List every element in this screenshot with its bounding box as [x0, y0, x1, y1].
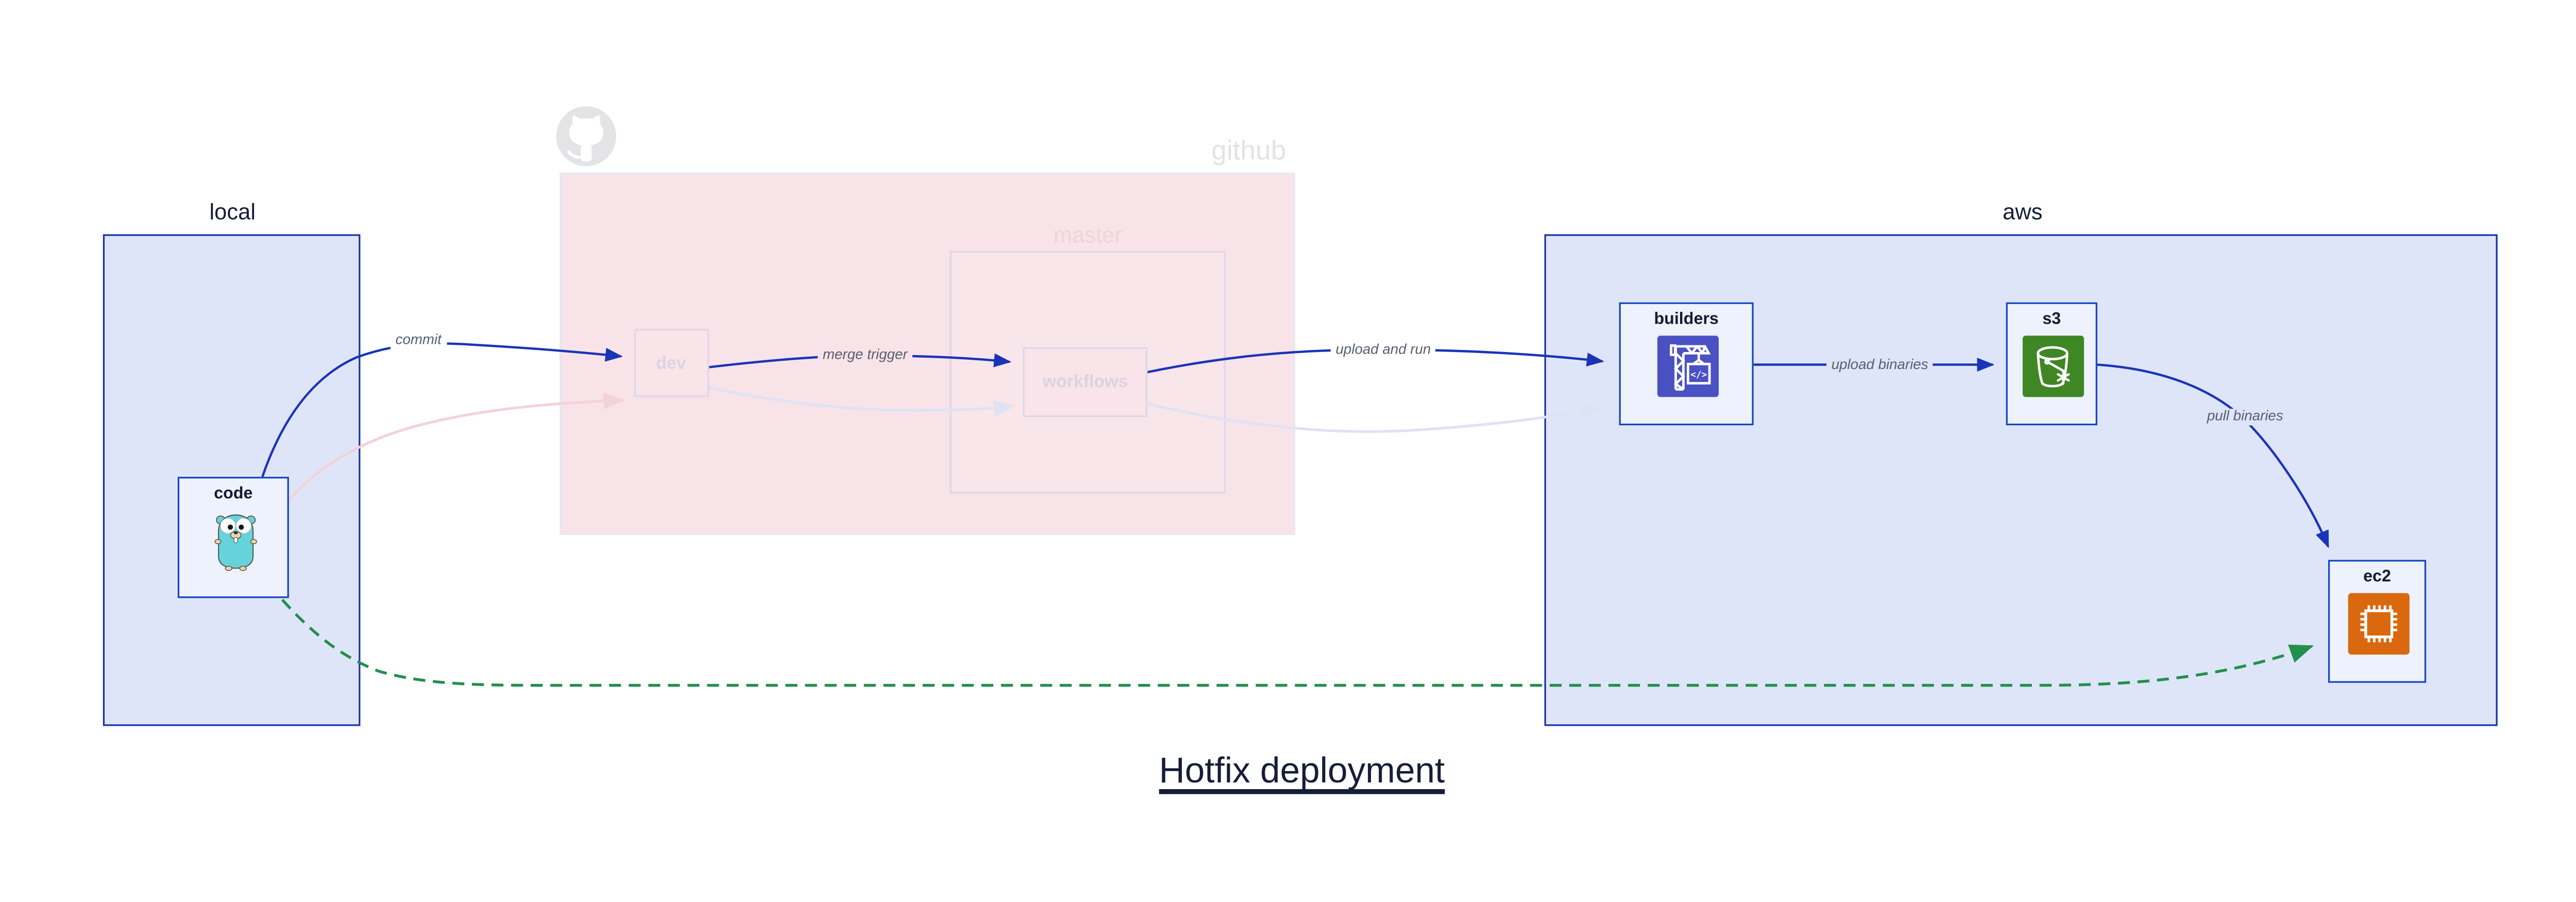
github-cluster-label: github	[1211, 136, 1286, 166]
go-gopher-icon	[213, 514, 257, 571]
node-s3-label: s3	[2042, 310, 2061, 329]
edge-label-commit: commit	[390, 331, 447, 349]
node-builders: builders </>	[1619, 302, 1754, 426]
node-dev-label: dev	[656, 353, 686, 374]
diagram-title: Hotfix deployment	[0, 751, 2576, 793]
edge-label-merge-trigger: merge trigger	[818, 346, 913, 364]
edge-label-pull-binaries: pull binaries	[2202, 407, 2289, 425]
local-cluster-label: local	[209, 199, 256, 225]
node-ec2-label: ec2	[2363, 568, 2391, 587]
node-workflows-label: workflows	[1042, 372, 1128, 392]
aws-cluster-label: aws	[2003, 199, 2043, 225]
node-ec2: ec2	[2328, 560, 2427, 683]
ec2-chip-icon	[2348, 593, 2410, 655]
diagram-title-text: Hotfix deployment	[1159, 750, 1445, 791]
code-glyph: </>	[1690, 369, 1707, 380]
node-workflows: workflows	[1023, 347, 1147, 417]
edge-label-upload-binaries: upload binaries	[1826, 355, 1934, 373]
node-dev: dev	[633, 329, 709, 398]
master-cluster-label: master	[1053, 222, 1122, 248]
node-code-label: code	[214, 485, 253, 504]
node-builders-label: builders	[1654, 310, 1719, 329]
s3-bucket-icon	[2022, 336, 2084, 397]
node-s3: s3	[2006, 302, 2097, 426]
edge-label-upload-and-run: upload and run	[1330, 341, 1436, 359]
github-octocat-icon	[556, 106, 616, 166]
node-code: code	[177, 477, 289, 598]
codebuild-crane-icon: </>	[1657, 336, 1719, 397]
